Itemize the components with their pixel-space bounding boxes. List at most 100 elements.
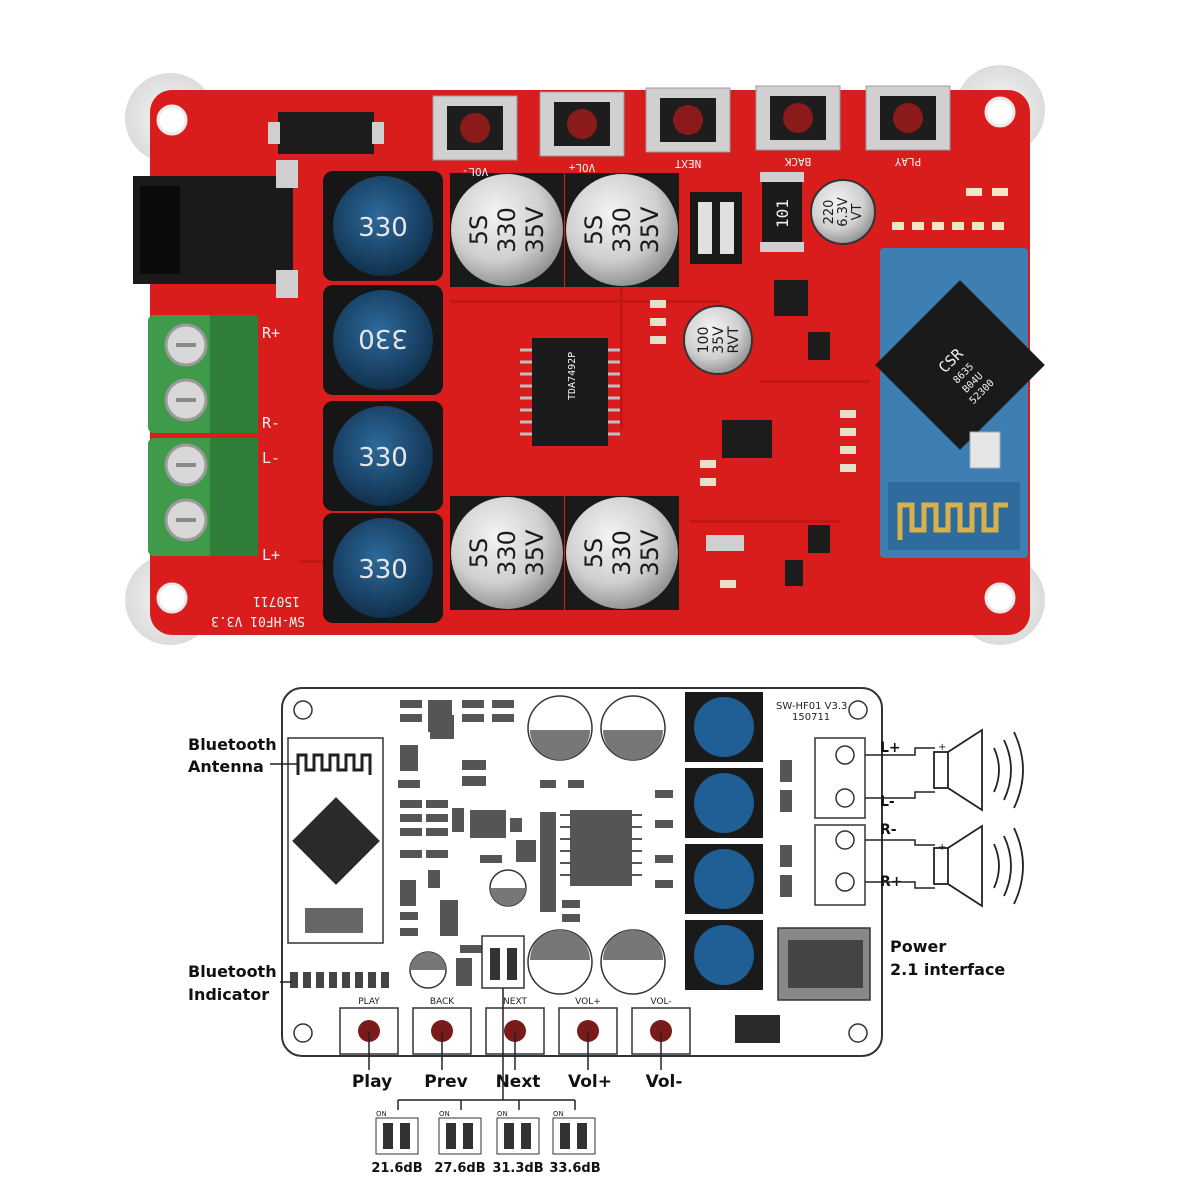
gain-label-2: 27.6dB — [434, 1161, 485, 1176]
diagram-terminal-right — [814, 824, 866, 906]
diagram-capacitor — [600, 695, 666, 761]
diagram-board-date: 150711 — [792, 712, 830, 723]
label-power-2: 2.1 interface — [890, 960, 1005, 979]
diagram-silk-back: BACK — [430, 997, 455, 1007]
diagram-capacitor — [489, 869, 527, 907]
gain-label-3: 31.3dB — [492, 1161, 543, 1176]
inductor-label: 330 — [358, 323, 408, 353]
gain-dip-switch — [690, 192, 742, 264]
push-button — [755, 85, 841, 151]
cap-label: 35V — [521, 206, 549, 254]
label-vol-minus: Vol- — [646, 1072, 683, 1092]
inductor: 330 — [323, 285, 443, 395]
svg-text:ON: ON — [376, 1110, 387, 1118]
speaker-left-icon — [933, 728, 1024, 812]
diagram-bluetooth-module — [287, 737, 384, 944]
electrolytic-capacitor: 5S 330 35V — [450, 173, 564, 287]
silk-back: BACK — [784, 155, 811, 168]
electrolytic-capacitor: 5S 330 35V — [565, 496, 679, 610]
label-bluetooth-indicator-1: Bluetooth — [188, 962, 277, 981]
cap-label: VT — [850, 204, 865, 221]
cap-label: 330 — [608, 207, 636, 253]
diagram-capacitor — [527, 695, 593, 761]
smd-parts — [706, 280, 830, 586]
indicator-leds — [892, 188, 1008, 230]
board-diagram: SW-HF01 V3.3 150711 PLAY BACK NEXT VOL+ … — [188, 687, 1024, 1176]
gain-switch-27-6db: ON — [438, 1110, 482, 1155]
diagram-capacitor — [409, 951, 447, 989]
diagram-inductor — [685, 920, 763, 990]
svg-text:ON: ON — [553, 1110, 564, 1118]
cap-label: 35V — [711, 326, 727, 354]
label-play: Play — [352, 1072, 392, 1092]
diagram-dip-switch — [481, 935, 525, 989]
silk-r-plus: R+ — [262, 324, 280, 342]
cap-label: 5S — [580, 538, 608, 569]
speaker-wiring — [865, 747, 935, 889]
silk-l-minus: L- — [262, 449, 280, 467]
cap-label: 35V — [636, 206, 664, 254]
cap-label: 330 — [493, 530, 521, 576]
diagram-inductor — [685, 768, 763, 838]
label-power-1: Power — [890, 937, 946, 956]
resistor-label: 101 — [773, 199, 792, 228]
mounting-hole — [984, 96, 1016, 128]
diagram-terminal-left — [814, 737, 866, 819]
inductor-label: 330 — [358, 555, 408, 585]
cap-label: 5S — [465, 215, 493, 246]
push-button — [865, 85, 951, 151]
mounting-hole — [156, 582, 188, 614]
diagram-inductor — [685, 844, 763, 914]
label-prev: Prev — [424, 1072, 467, 1092]
amp-chip-label: TDA7492P — [567, 352, 578, 400]
label-bluetooth-antenna-2: Antenna — [188, 757, 264, 776]
diagram-mounting-hole — [293, 1023, 313, 1043]
gain-switch-33-6db: ON — [552, 1110, 596, 1155]
cap-label: 220 — [822, 200, 837, 225]
diagram-amplifier-ic — [570, 810, 632, 886]
cap-label: 35V — [636, 529, 664, 577]
board-date: 150711 — [253, 593, 300, 608]
silk-next: NEXT — [674, 157, 701, 170]
inductor: 330 — [323, 171, 443, 281]
label-bluetooth-indicator-2: Indicator — [188, 985, 269, 1004]
push-button — [645, 87, 731, 153]
label-l-minus: L- — [880, 794, 895, 810]
gain-switch-31-3db: ON — [496, 1110, 540, 1155]
board-photo: R+ R- L- L+ 330 330 330 330 — [125, 65, 1045, 645]
diagram-mounting-hole — [293, 700, 313, 720]
speaker-terminal-right — [148, 315, 258, 433]
dc-power-jack — [133, 160, 298, 298]
speaker-right-icon — [933, 824, 1024, 908]
amplifier-ic: TDA7492P — [520, 338, 620, 446]
cap-label: 5S — [580, 215, 608, 246]
cap-label: 6.3V — [836, 197, 851, 227]
cap-label: 330 — [493, 207, 521, 253]
electrolytic-capacitor: 5S 330 35V — [450, 496, 564, 610]
gain-label-4: 33.6dB — [549, 1161, 600, 1176]
push-button — [432, 95, 518, 161]
capacitor-220uf: 220 6.3V VT — [810, 179, 876, 245]
smd-resistors — [650, 300, 856, 588]
diode-d3 — [278, 112, 374, 154]
inductor: 330 — [323, 513, 443, 623]
diagram-silk-vol-plus: VOL+ — [575, 997, 601, 1007]
silk-l-plus: L+ — [262, 546, 280, 564]
cap-label: 330 — [608, 530, 636, 576]
capacitor-100uf: 100 35V RVT — [683, 305, 753, 375]
board-name: SW-HF01 V3.3 — [211, 613, 305, 628]
diagram-indicator-leds — [290, 972, 389, 988]
diagram-antenna-trace — [296, 753, 372, 775]
diagram-silk-vol-minus: VOL- — [650, 997, 671, 1007]
inductor-label: 330 — [358, 213, 408, 243]
cap-label: 100 — [696, 327, 712, 354]
cap-label: 5S — [465, 538, 493, 569]
diagram-mounting-hole — [848, 700, 868, 720]
label-next: Next — [496, 1072, 541, 1092]
push-button — [539, 91, 625, 157]
button-callout-lines — [368, 1031, 662, 1070]
silk-r-minus: R- — [262, 414, 280, 432]
speaker-left-polarity-plus: + — [938, 742, 946, 753]
diagram-capacitor — [527, 929, 593, 995]
